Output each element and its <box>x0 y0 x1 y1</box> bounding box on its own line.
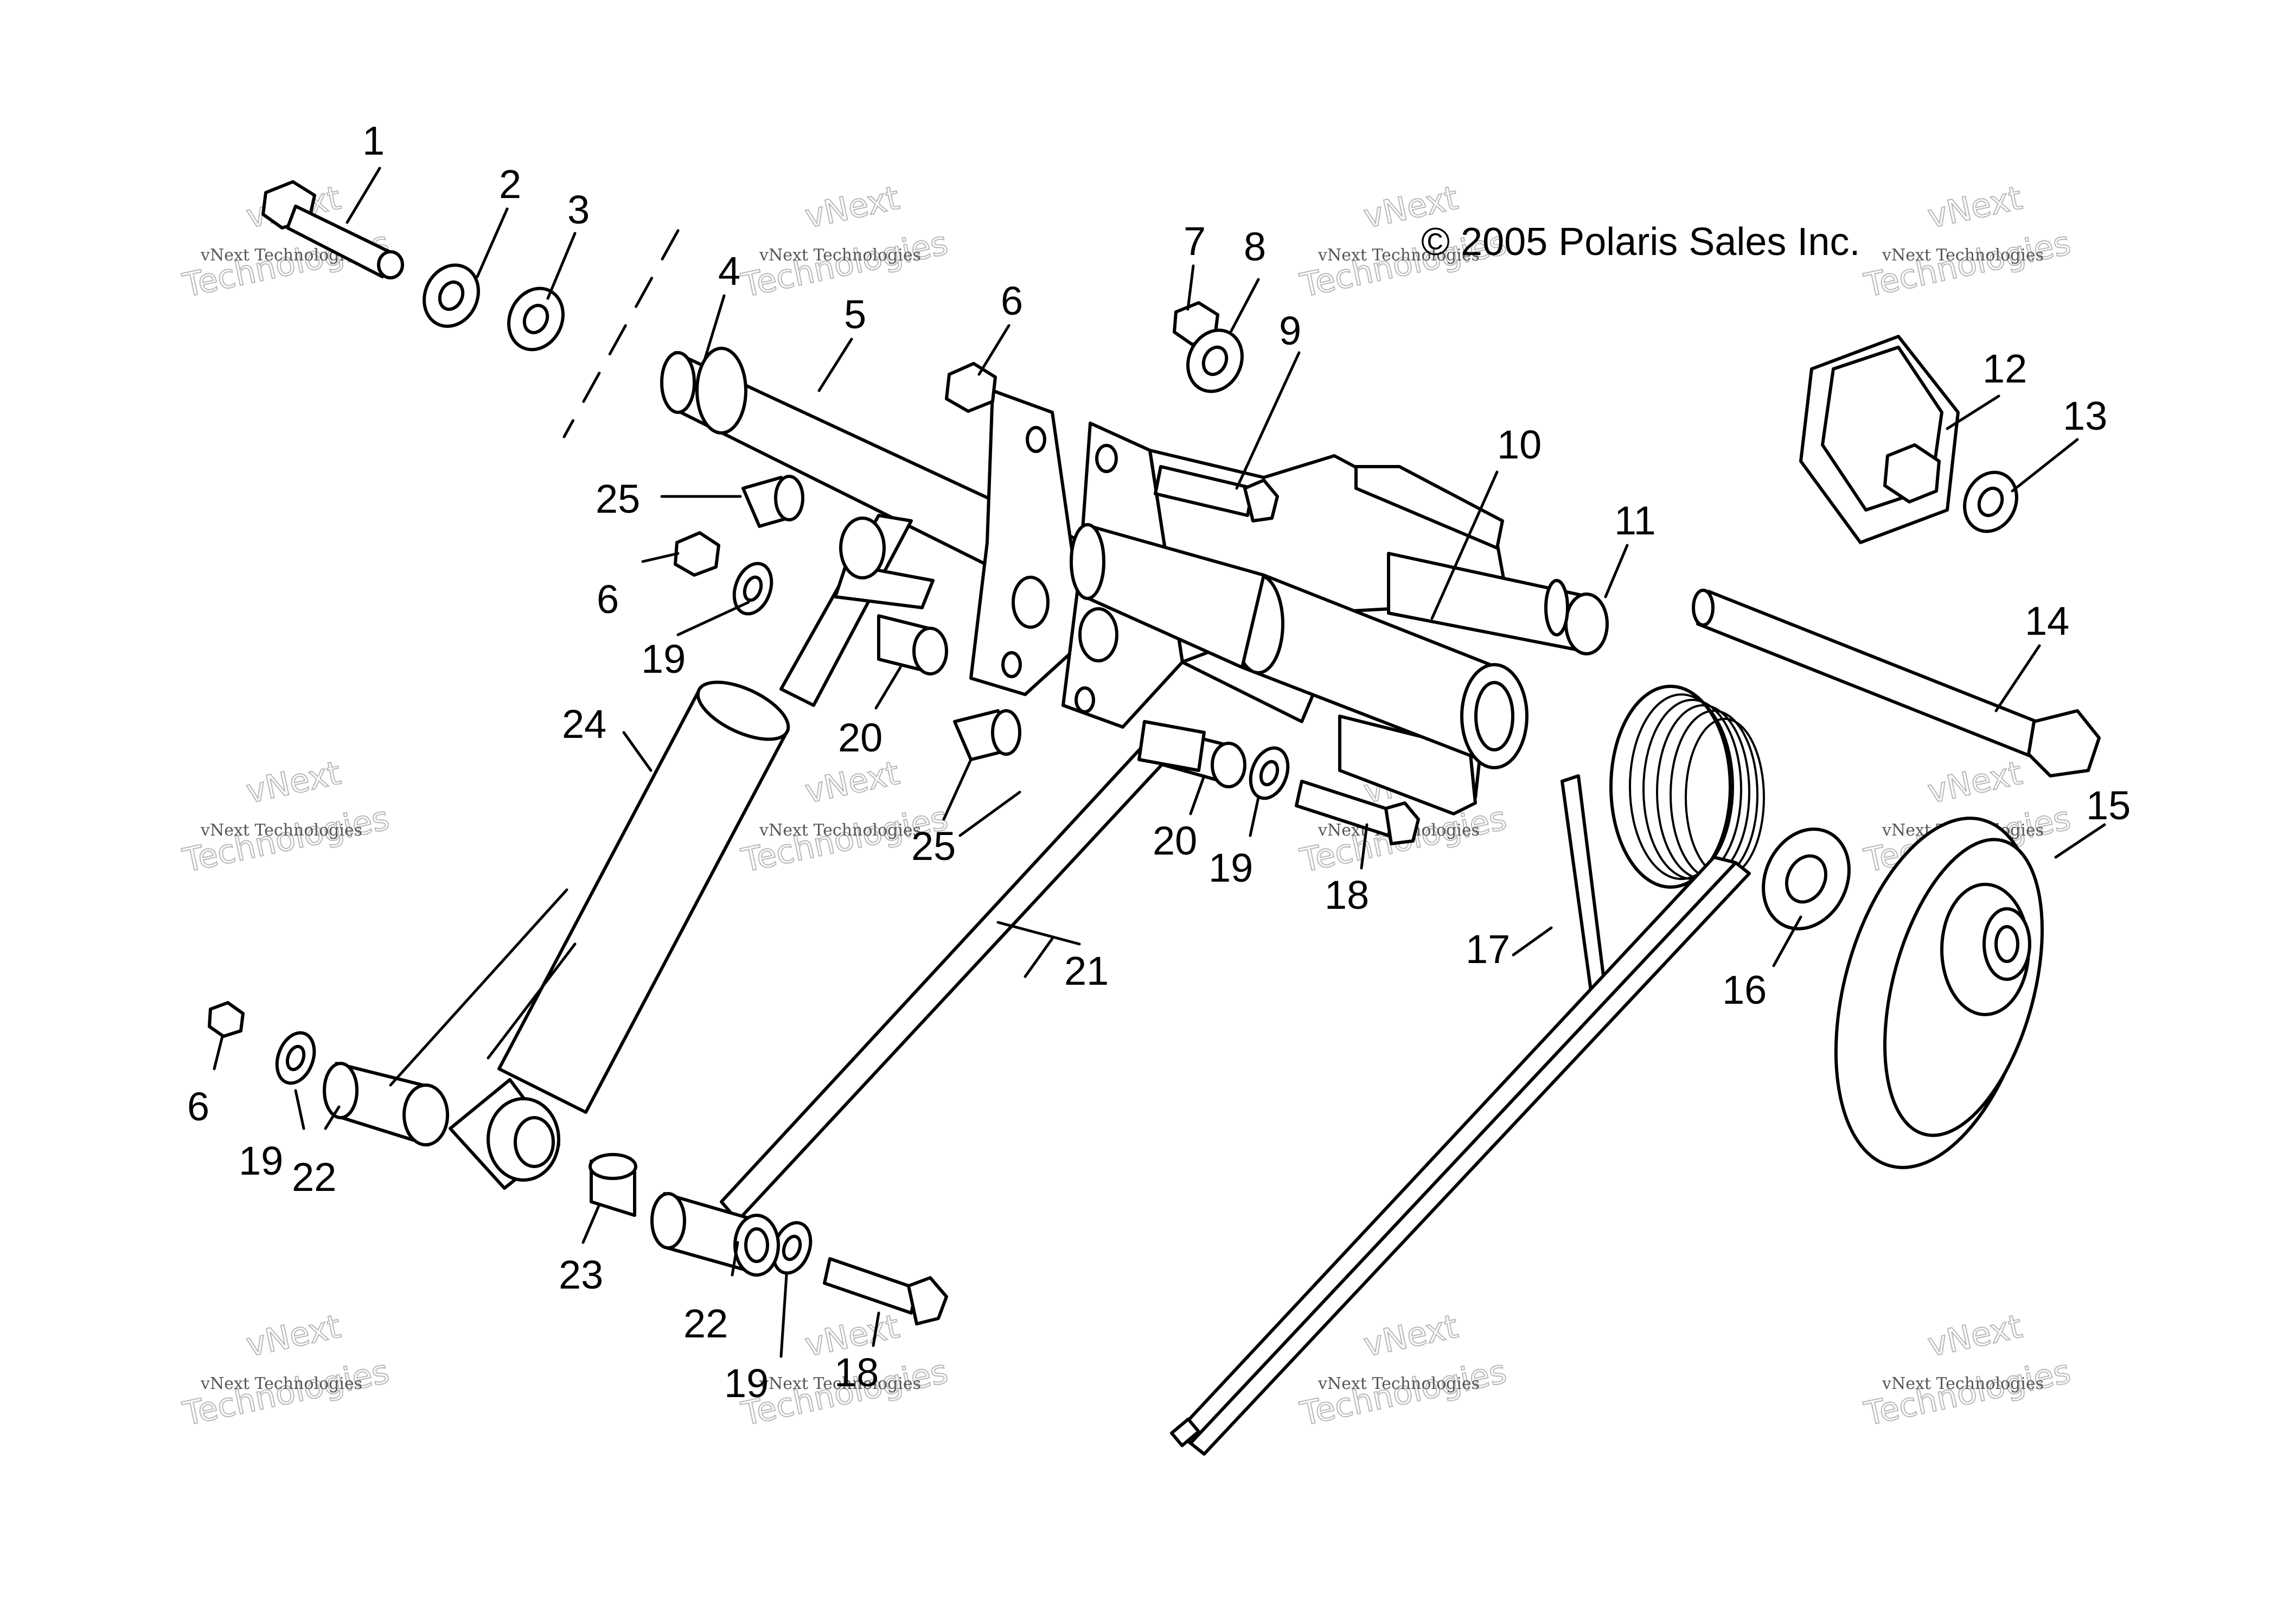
callout-15: 15 <box>2086 783 2131 828</box>
svg-text:vNext: vNext <box>243 754 344 811</box>
part-washer <box>771 1221 813 1275</box>
svg-text:vNext Technologies: vNext Technologies <box>1318 1374 1480 1393</box>
callout-24: 24 <box>562 702 606 747</box>
callout-6: 6 <box>187 1084 209 1129</box>
part-sleeve <box>1232 573 1528 769</box>
part-long-bolt <box>1692 589 2101 777</box>
svg-text:vNext: vNext <box>1924 179 2025 236</box>
svg-text:vNext Technologies: vNext Technologies <box>1882 246 2044 265</box>
svg-text:vNext Technologies: vNext Technologies <box>200 821 362 840</box>
watermark-layer: vNext Technologies vNext Technologies vN… <box>179 179 2075 1434</box>
watermark: vNext Technologies vNext Technologies <box>1296 1307 1511 1434</box>
svg-text:vNext Technologies: vNext Technologies <box>200 1374 362 1393</box>
part-washer <box>1186 328 1244 393</box>
part-shock-absorber <box>389 514 935 1190</box>
svg-text:vNext: vNext <box>243 1308 344 1365</box>
callout-4: 4 <box>718 248 740 294</box>
callout-19: 19 <box>724 1361 769 1406</box>
part-nut <box>945 362 997 413</box>
callout-16: 16 <box>1722 967 1767 1012</box>
part-washer <box>507 286 565 352</box>
part-mount-plate <box>969 389 1086 696</box>
callout-17: 17 <box>1466 927 1510 972</box>
leader-lines <box>213 167 2106 1358</box>
callout-19: 19 <box>641 636 686 681</box>
part-bushing <box>650 1192 780 1277</box>
svg-text:vNext Technologies: vNext Technologies <box>759 821 921 840</box>
svg-text:vNext: vNext <box>802 179 903 236</box>
callout-25: 25 <box>596 476 640 521</box>
part-washer <box>1762 827 1851 930</box>
part-nut <box>674 531 720 577</box>
part-link-rod <box>720 720 1206 1222</box>
part-bolt <box>1295 780 1420 845</box>
callout-14: 14 <box>2025 598 2069 643</box>
callout-18: 18 <box>1325 872 1369 917</box>
part-nut <box>208 1001 245 1038</box>
part-washer <box>423 263 480 328</box>
callout-25: 25 <box>911 824 956 869</box>
callout-labels: 1 2 3 4 5 6 7 8 9 10 11 12 13 14 15 16 1… <box>187 118 2131 1406</box>
callout-1: 1 <box>362 118 385 163</box>
callout-3: 3 <box>567 187 590 232</box>
part-washer <box>1963 470 2018 533</box>
callout-5: 5 <box>844 292 866 337</box>
callout-21: 21 <box>1064 948 1109 993</box>
callout-19: 19 <box>1208 845 1253 890</box>
part-idler-wheel <box>1834 817 2044 1169</box>
watermark: vNext Technologies vNext Technologies <box>179 1307 393 1434</box>
svg-text:vNext Technologies: vNext Technologies <box>1318 246 1480 265</box>
svg-text:vNext: vNext <box>1924 1308 2025 1365</box>
callout-19: 19 <box>239 1138 283 1183</box>
svg-text:vNext Technologies: vNext Technologies <box>759 246 921 265</box>
callout-6: 6 <box>1001 278 1023 323</box>
watermark: vNext Technologies vNext Technologies <box>179 754 393 881</box>
svg-text:vNext Technologies: vNext Technologies <box>759 1374 921 1393</box>
part-bushing <box>589 1153 637 1217</box>
copyright-text: © 2005 Polaris Sales Inc. <box>1421 220 1860 264</box>
callout-12: 12 <box>1982 346 2027 391</box>
svg-text:vNext: vNext <box>1360 1308 1461 1365</box>
part-shaft-end <box>1387 552 1609 655</box>
callout-8: 8 <box>1244 224 1266 269</box>
part-washer <box>275 1031 316 1085</box>
callout-23: 23 <box>559 1252 603 1297</box>
part-mount-block <box>1799 335 1960 544</box>
callout-11: 11 <box>1614 498 1656 543</box>
part-washer <box>732 562 773 616</box>
callout-13: 13 <box>2063 393 2107 438</box>
part-bushing <box>877 614 948 675</box>
svg-text:vNext Technologies: vNext Technologies <box>1882 1374 2044 1393</box>
part-tube <box>1070 523 1265 669</box>
part-bolt <box>1154 465 1279 522</box>
part-spacer <box>741 475 804 528</box>
part-torsion-spring <box>1170 685 1765 1456</box>
callout-20: 20 <box>1153 818 1197 863</box>
callout-6: 6 <box>597 577 619 622</box>
callout-10: 10 <box>1497 422 1542 467</box>
watermark: vNext Technologies vNext Technologies <box>1860 179 2075 305</box>
callout-2: 2 <box>499 162 521 207</box>
centerline <box>562 229 680 438</box>
callout-9: 9 <box>1279 308 1301 353</box>
callout-22: 22 <box>292 1155 336 1200</box>
watermark: vNext Technologies vNext Technologies <box>738 179 952 305</box>
part-bolt <box>823 1257 948 1325</box>
part-spacer <box>953 709 1021 761</box>
part-bolt <box>261 180 404 279</box>
callout-7: 7 <box>1184 219 1206 264</box>
svg-text:vNext: vNext <box>802 754 903 811</box>
callout-18: 18 <box>834 1350 879 1395</box>
callout-20: 20 <box>838 715 882 760</box>
part-washer <box>1249 746 1290 800</box>
watermark: vNext Technologies vNext Technologies <box>1860 1307 2075 1434</box>
svg-text:vNext: vNext <box>1924 754 2025 811</box>
callout-22: 22 <box>683 1301 728 1346</box>
part-bushing <box>323 1062 449 1146</box>
